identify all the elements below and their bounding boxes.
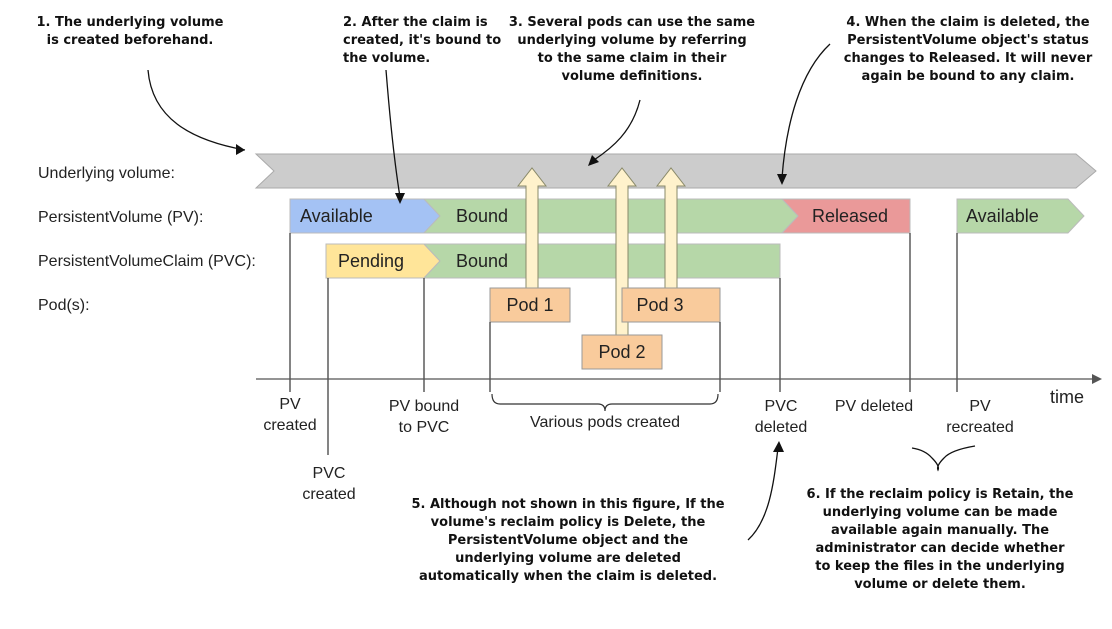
event-pv-recreated-line: recreated (946, 419, 1014, 436)
note-5: 5. Although not shown in this figure, If… (411, 497, 724, 584)
note-5-line: PersistentVolume object and the (448, 533, 688, 548)
note-3-line: 3. Several pods can use the same (509, 15, 755, 30)
note-4-line: PersistentVolume object's status (847, 33, 1089, 48)
note-2-line: created, it's bound to (343, 33, 501, 48)
event-pvc-created-line: PVC (313, 465, 346, 482)
pvc-pending-label: Pending (338, 251, 404, 271)
event-pvc-created: PVC created (302, 465, 355, 503)
pvc-state-bound-segment (422, 243, 781, 279)
note-3-line: volume definitions. (561, 69, 702, 84)
note-6-line: volume or delete them. (854, 577, 1026, 592)
event-pv-bound-line: PV bound (389, 398, 459, 415)
note-6: 6. If the reclaim policy is Retain, the u… (807, 487, 1074, 592)
event-pv-created-line: created (263, 417, 316, 434)
note-6-line: administrator can decide whether (816, 541, 1066, 556)
pod-2-box (581, 334, 663, 370)
event-pods-created-line: Various pods created (530, 414, 680, 431)
row-label-underlying-volume: Underlying volume: (38, 165, 175, 182)
pvc-bound-label: Bound (456, 251, 508, 271)
row-label-pods: Pod(s): (38, 297, 90, 314)
note-5-line: 5. Although not shown in this figure, If… (411, 497, 724, 512)
pv-released-label: Released (812, 206, 888, 226)
pod-2-label: Pod 2 (598, 342, 645, 362)
note-3-line: underlying volume by referring (517, 33, 746, 48)
note-4-line: 4. When the claim is deleted, the (846, 15, 1089, 30)
note-6-line: underlying volume can be made (823, 505, 1058, 520)
pv-state-released-segment (780, 198, 911, 234)
note-4-pointer-head (777, 174, 787, 185)
note-4-line: again be bound to any claim. (862, 69, 1075, 84)
note-4-pointer (781, 43, 831, 179)
note-3-pointer-head (588, 155, 599, 166)
note-5-line: automatically when the claim is deleted. (419, 569, 717, 584)
underlying-volume-band (254, 153, 1097, 189)
pod-3-label: Pod 3 (636, 295, 683, 315)
pod-3-volume-arrow (655, 167, 687, 289)
pv-state-available-again-segment (956, 198, 1085, 234)
note-3-line: to the same claim in their (538, 51, 727, 66)
note-5-pointer (747, 447, 779, 541)
note-6-line: to keep the files in the underlying (815, 559, 1064, 574)
pv-available-label: Available (300, 206, 373, 226)
note-2-pointer-head (395, 193, 405, 204)
row-label-pvc: PersistentVolumeClaim (PVC): (38, 253, 256, 270)
event-pvc-created-line: created (302, 486, 355, 503)
note-5-line: volume's reclaim policy is Delete, the (431, 515, 706, 530)
time-axis-arrowhead (1092, 374, 1102, 384)
pod-1-volume-arrow (516, 167, 548, 289)
note-5-line: underlying volume are deleted (455, 551, 681, 566)
note-1: 1. The underlying volume is created befor… (37, 15, 224, 48)
note-6-brace (911, 445, 976, 472)
event-pv-deleted-line: PV deleted (835, 398, 913, 415)
note-6-line: available again manually. The (831, 523, 1049, 538)
note-1-line: 1. The underlying volume (37, 15, 224, 30)
event-pv-bound: PV bound to PVC (389, 398, 459, 436)
pv-bound-label: Bound (456, 206, 508, 226)
pod-1-box (489, 287, 571, 323)
note-2: 2. After the claim is created, it's bound… (343, 15, 501, 66)
time-axis-label: time (1050, 387, 1084, 407)
pv-available-again-label: Available (966, 206, 1039, 226)
note-2-line: 2. After the claim is (343, 15, 488, 30)
note-1-pointer (147, 69, 246, 151)
pod-3-box (621, 287, 721, 323)
event-pvc-deleted-line: PVC (765, 398, 798, 415)
event-pv-created-line: PV (279, 396, 301, 413)
note-3: 3. Several pods can use the same underlyi… (509, 15, 755, 84)
event-pv-recreated-line: PV (969, 398, 991, 415)
note-6-line: 6. If the reclaim policy is Retain, the (807, 487, 1074, 502)
event-pvc-deleted-line: deleted (755, 419, 808, 436)
event-pv-bound-line: to PVC (399, 419, 450, 436)
note-5-pointer-head (773, 441, 784, 452)
note-2-line: the volume. (343, 51, 430, 66)
note-2-pointer (385, 69, 401, 198)
note-3-pointer (593, 99, 641, 161)
note-4-line: changes to Released. It will never (844, 51, 1093, 66)
pod-1-label: Pod 1 (506, 295, 553, 315)
note-1-pointer-head (236, 144, 245, 155)
event-pods-created: Various pods created (530, 414, 680, 431)
event-pvc-deleted: PVC deleted (755, 398, 808, 436)
event-pv-created: PV created (263, 396, 316, 434)
pods-created-brace (491, 393, 719, 412)
row-label-pv: PersistentVolume (PV): (38, 209, 203, 226)
event-pv-recreated: PV recreated (946, 398, 1014, 436)
note-1-line: is created beforehand. (47, 33, 214, 48)
event-pv-deleted: PV deleted (835, 398, 913, 415)
